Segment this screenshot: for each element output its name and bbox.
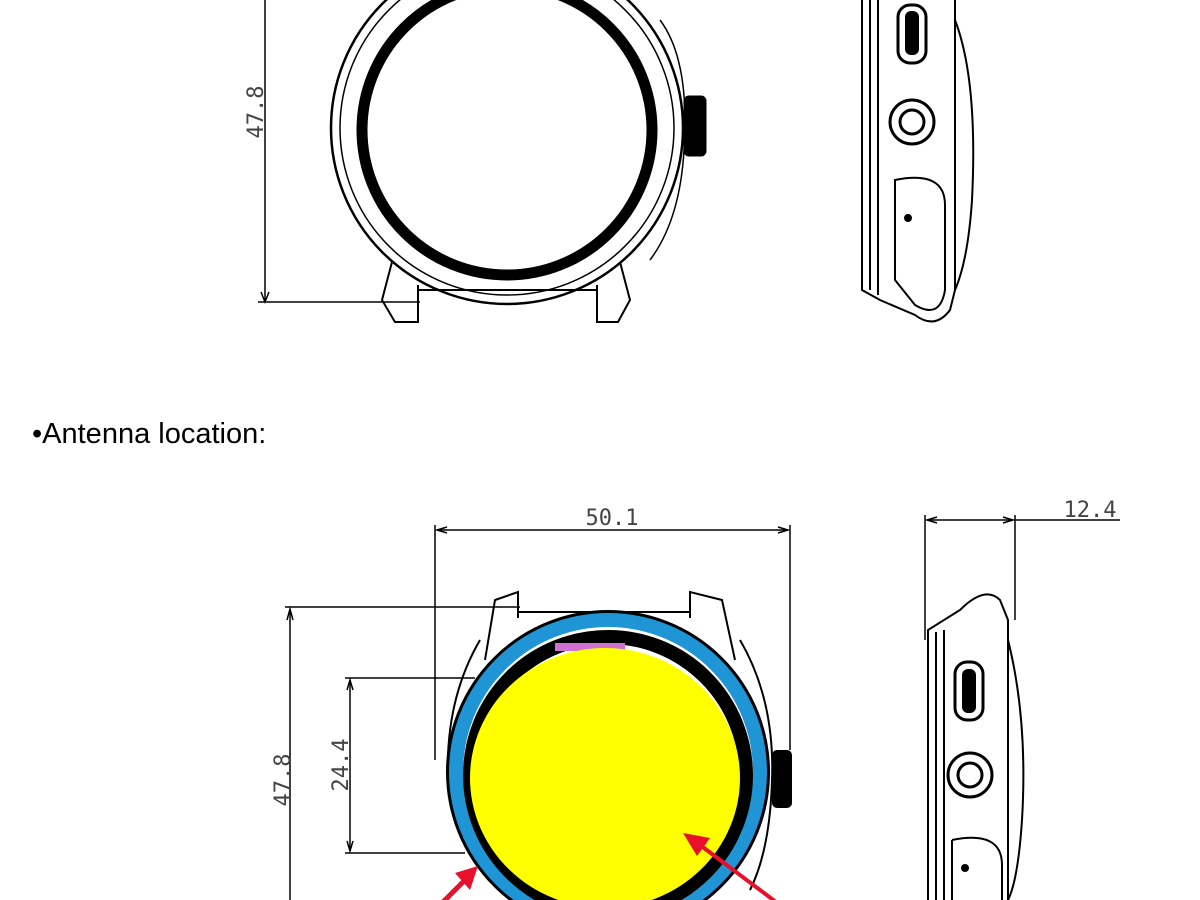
- watch-side-view-antenna: [927, 593, 1025, 900]
- antenna-dimension: 24.4: [329, 739, 354, 792]
- antenna-pointer-arrows: [441, 833, 777, 900]
- width-dimension: 50.1: [586, 506, 639, 531]
- heading-text: Antenna location:: [42, 418, 267, 450]
- thickness-dimension: 12.4: [1064, 498, 1117, 523]
- dimension-lines-bottom: [285, 515, 1120, 900]
- watch-side-view-top: [861, 0, 975, 323]
- watch-front-view-top: [258, 0, 707, 323]
- top-height-dimension: 47.8: [244, 86, 269, 139]
- bullet: •: [32, 418, 43, 450]
- height-dimension: 47.8: [271, 754, 296, 807]
- antenna-location-heading: •Antenna location:: [32, 418, 266, 451]
- watch-front-view-antenna: [446, 590, 792, 900]
